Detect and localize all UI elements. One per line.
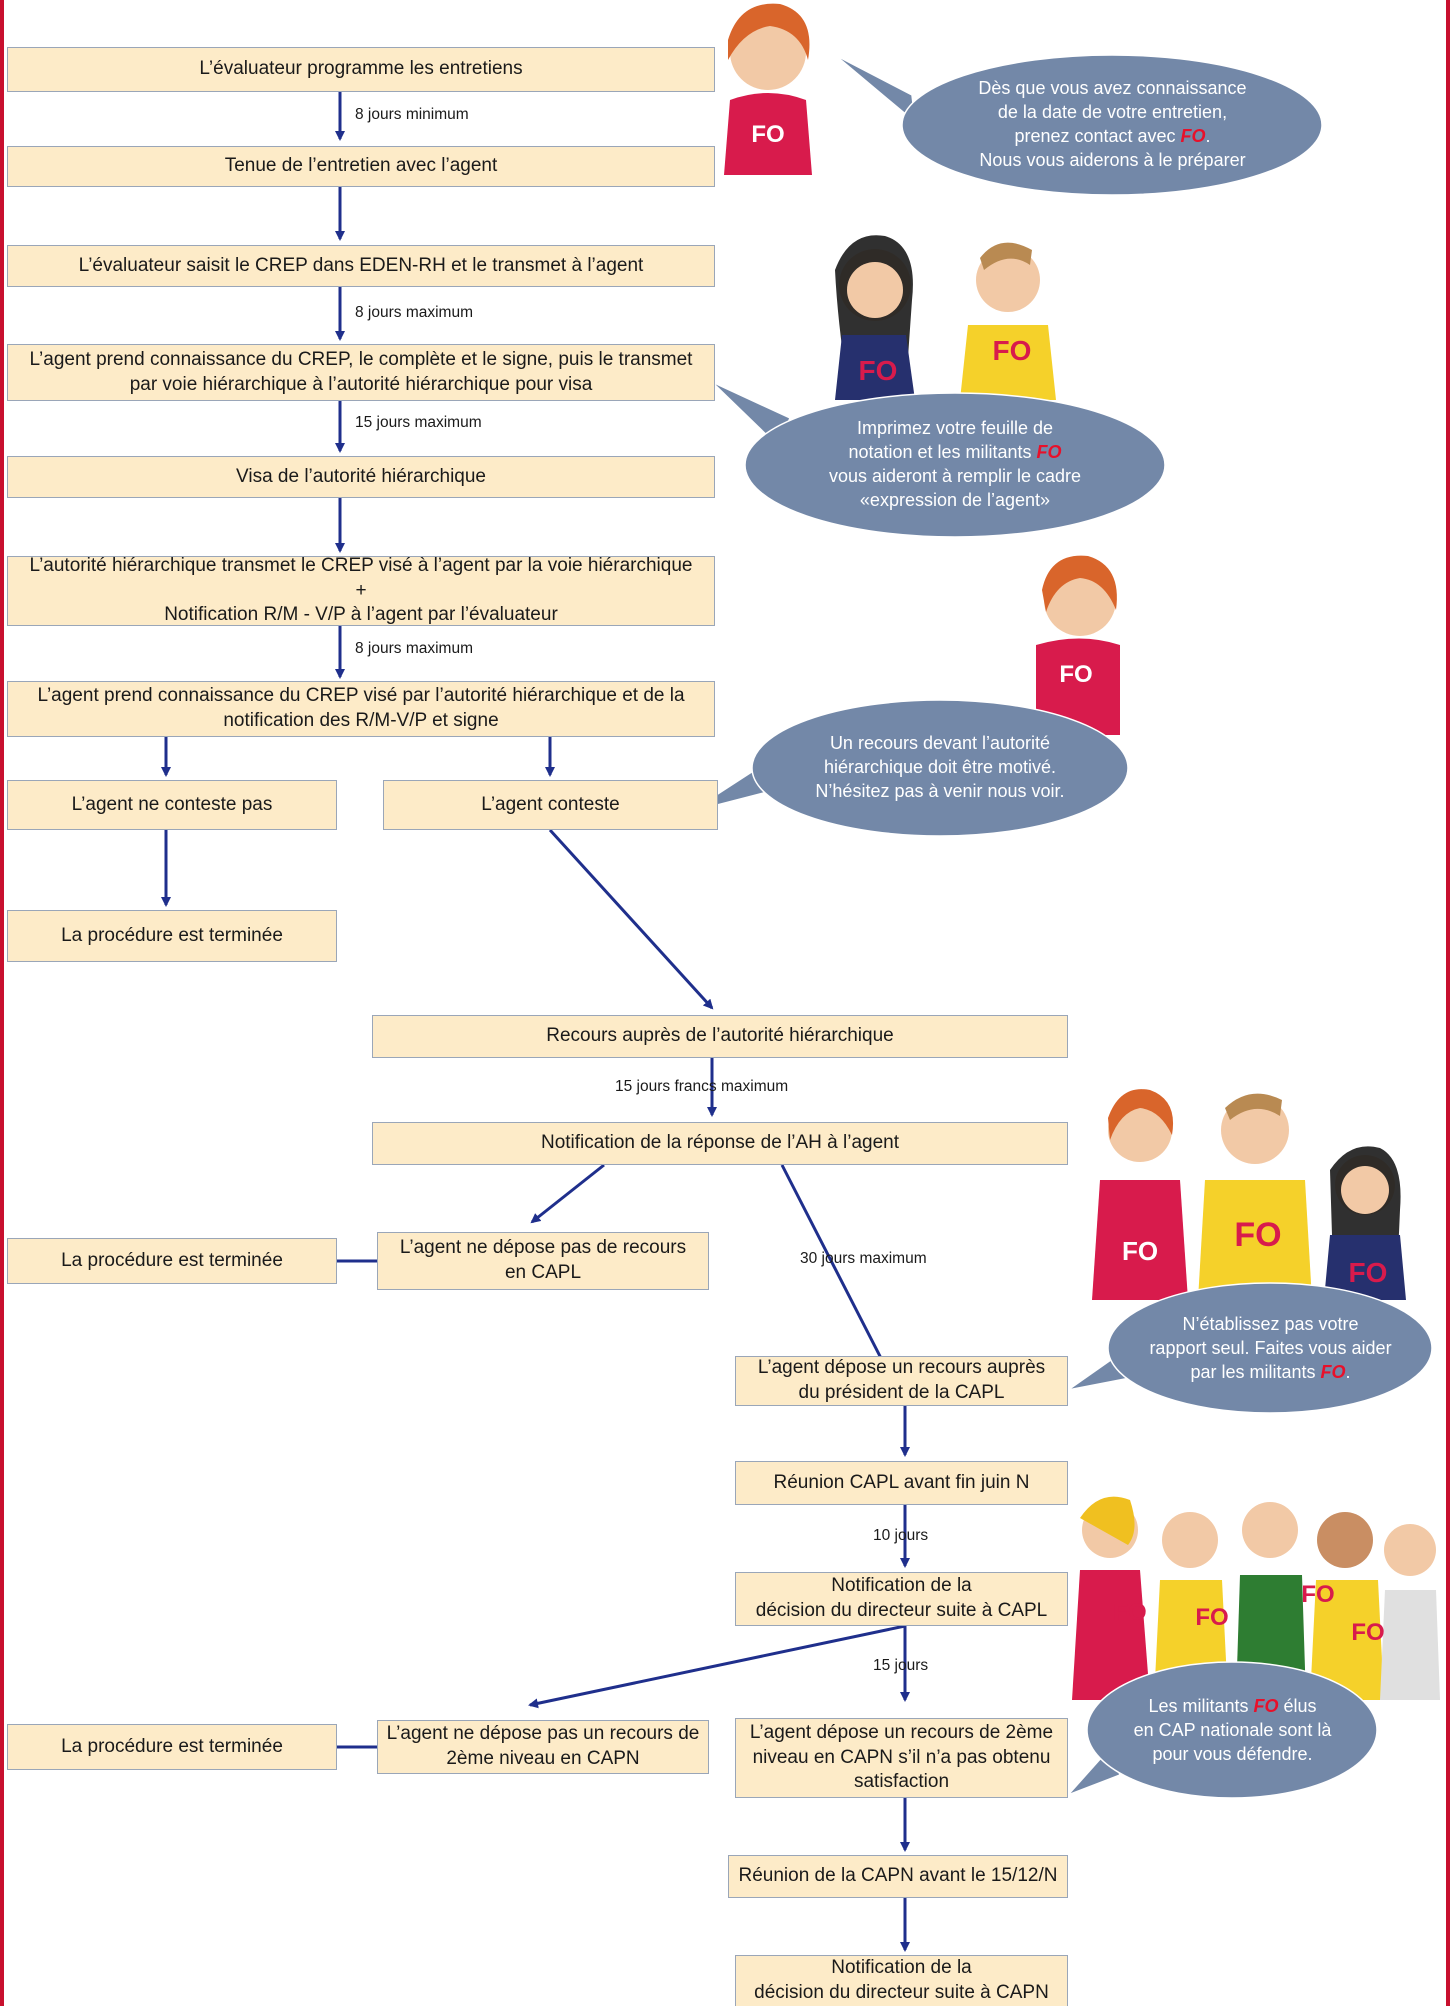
speech-bubble-2 [711,381,1166,538]
end-box-3: La procédure est terminée [7,1724,337,1770]
shirt-fo-2: FO [859,355,898,386]
step-box-7: L’agent prend connaissance du CREP visé … [7,681,715,737]
step-box-recours-capl: L’agent dépose un recours auprès du prés… [735,1356,1068,1406]
step-box-no-contest: L’agent ne conteste pas [7,780,337,830]
speech-bubble-5 [1067,1661,1378,1799]
delay-label-1: 8 jours minimum [355,106,469,123]
bubble-text-2: Imprimez votre feuille de notation et le… [828,418,1082,510]
shirt-fo-8: FO [1113,1599,1146,1626]
step-box-2: Tenue de l’entretien avec l’agent [7,146,715,187]
bubble-text-4: N’établissez pas votre rapport seul. Fai… [1149,1314,1392,1382]
shirt-fo-4: FO [1059,661,1092,688]
bubble-text-1: Dès que vous avez connaissance de la dat… [978,78,1247,170]
bubble-text-5: Les militants FO élus en CAP nationale s… [1133,1696,1332,1764]
shirt-fo-10: FO [1301,1581,1334,1608]
step-box-3: L’évaluateur saisit le CREP dans EDEN-RH… [7,245,715,287]
delay-label-3: 15 jours maximum [355,414,482,431]
step-box-contest: L’agent conteste [383,780,718,830]
end-box-2: La procédure est terminée [7,1238,337,1284]
step-box-recours-ah: Recours auprès de l’autorité hiérarchiqu… [372,1015,1068,1058]
delay-label-4: 8 jours maximum [355,640,473,657]
speech-bubble-3 [689,699,1129,837]
step-box-1: L’évaluateur programme les entretiens [7,47,715,92]
flow-arrows [161,92,910,1952]
shirt-fo-1: FO [751,121,784,148]
delay-label-7: 10 jours [873,1527,929,1544]
end-box-1: La procédure est terminée [7,910,337,962]
step-box-4: L’agent prend connaissance du CREP, le c… [7,344,715,401]
shirt-fo-6: FO [1234,1216,1281,1254]
delay-label-2: 8 jours maximum [355,304,473,321]
cartoon-pair: FO FO [835,235,1056,400]
shirt-fo-9: FO [1195,1604,1228,1631]
cartoon-woman-1: FO [724,3,812,175]
bubble-text-3: Un recours devant l’autorité hiérarchiqu… [815,733,1065,801]
speech-bubble-4 [1067,1282,1433,1414]
shirt-fo-5: FO [1122,1236,1158,1266]
delay-label-5: 15 jours francs maximum [615,1078,789,1095]
shirt-fo-3: FO [993,335,1032,366]
step-box-reunion-capn: Réunion de la CAPN avant le 15/12/N [728,1855,1068,1898]
cartoon-woman-2: FO [1036,555,1120,735]
step-box-5: Visa de l’autorité hiérarchique [7,456,715,498]
step-box-no-capn: L’agent ne dépose pas un recours de 2ème… [377,1720,709,1774]
delay-label-8: 15 jours [873,1657,929,1674]
speech-bubble-1 [834,54,1323,196]
shirt-fo-7: FO [1349,1257,1388,1288]
step-box-6: L’autorité hiérarchique transmet le CREP… [7,555,715,626]
step-box-reponse-ah: Notification de la réponse de l’AH à l’a… [372,1122,1068,1165]
cartoon-trio: FO FO FO [1092,1089,1406,1300]
step-box-recours-capn: L’agent dépose un recours de 2ème niveau… [735,1718,1068,1798]
shirt-fo-11: FO [1351,1619,1384,1646]
step-box-decision-capn: Notification de la décision du directeur… [735,1955,1068,2006]
step-box-no-capl: L’agent ne dépose pas de recours en CAPL [377,1232,709,1290]
step-box-reunion-capl: Réunion CAPL avant fin juin N [735,1461,1068,1505]
step-box-decision-capl: Notification de la décision du directeur… [735,1572,1068,1626]
delay-label-6: 30 jours maximum [800,1250,927,1267]
